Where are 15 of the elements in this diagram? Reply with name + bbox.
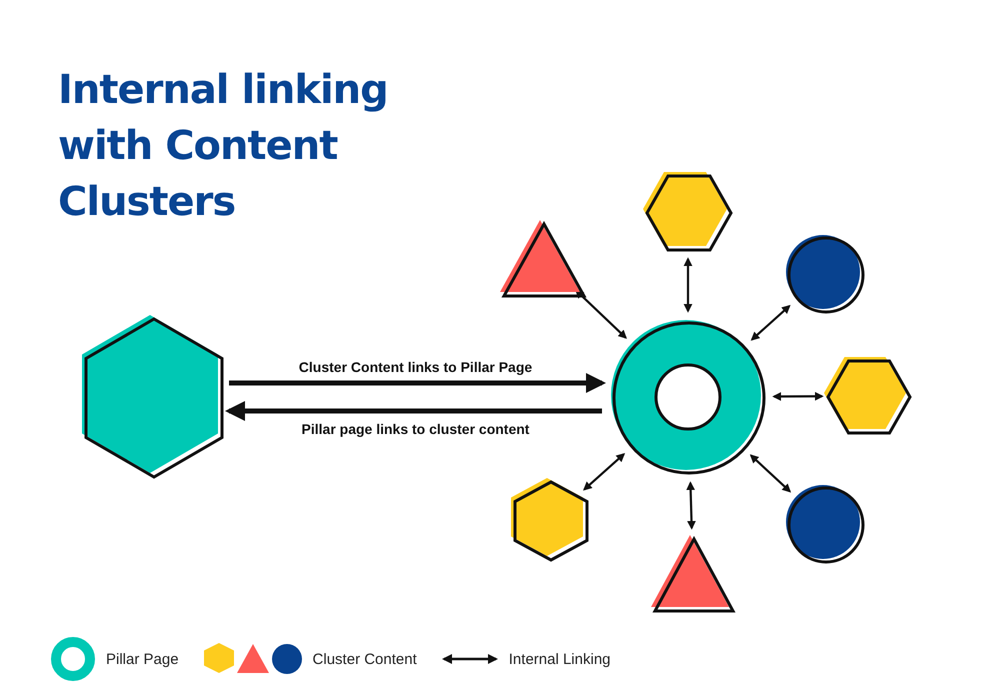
arrow (750, 454, 792, 493)
edge-label: Cluster Content links to Pillar Page (296, 359, 534, 375)
arrow (686, 481, 696, 530)
edge-label: Pillar page links to cluster content (300, 421, 532, 437)
arrow (750, 304, 791, 341)
arrow (772, 392, 824, 401)
arrow (225, 401, 602, 421)
title: Internal linking with Content Clusters (58, 66, 389, 227)
arrow (684, 257, 692, 313)
arrow (583, 453, 626, 491)
arrow (229, 373, 606, 393)
legend-label: Internal Linking (508, 650, 610, 668)
arrow (575, 290, 627, 339)
legend-label: Pillar Page (106, 650, 179, 668)
legend-label: Cluster Content (312, 650, 417, 668)
